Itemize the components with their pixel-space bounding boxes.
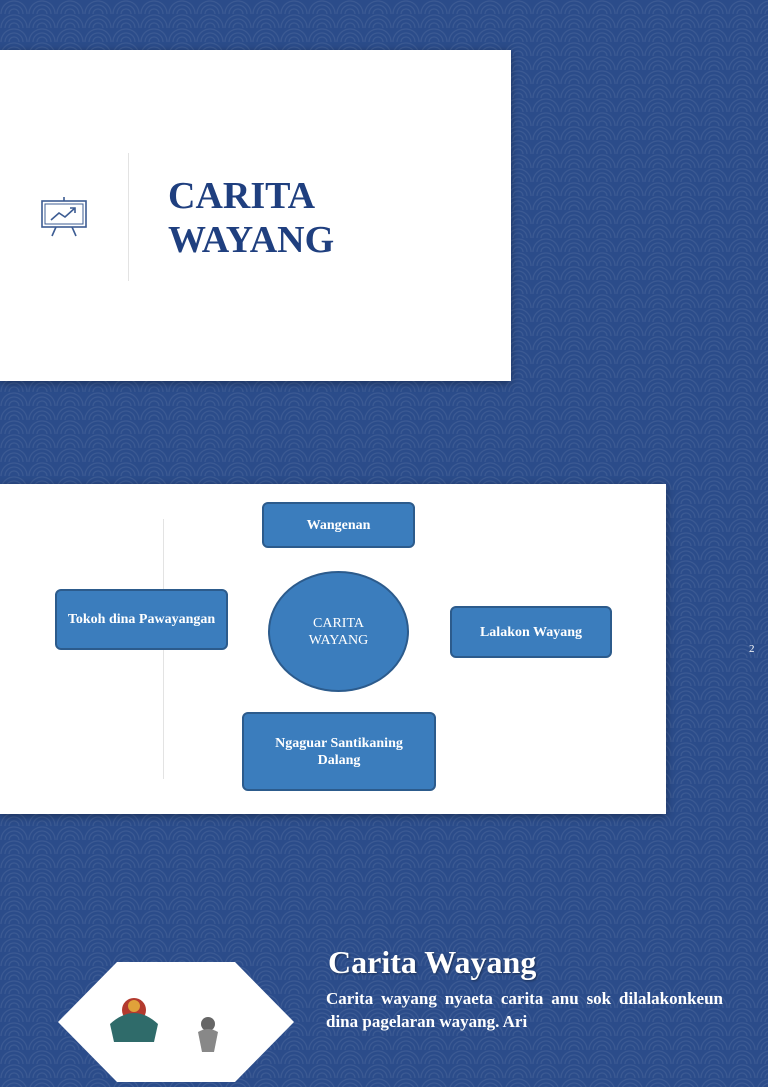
title-line-1: CARITA: [168, 175, 316, 217]
title-line-2: WAYANG: [168, 219, 335, 261]
node-center-carita-wayang: CARITA WAYANG: [268, 571, 409, 692]
node-lalakon-wayang: Lalakon Wayang: [450, 606, 612, 658]
presentation-board-icon: [41, 197, 87, 237]
node-tokoh-dina-pawayangan: Tokoh dina Pawayangan: [55, 589, 228, 650]
page-number: 2: [749, 643, 755, 655]
slide-title: CARITA WAYANG: [168, 174, 468, 262]
wayang-image-hexagon: [58, 962, 294, 1082]
slide-divider: [128, 153, 129, 281]
node-wangenan: Wangenan: [262, 502, 415, 548]
wayang-figure-icon: [110, 998, 218, 1052]
node-ngaguar-santikaning-dalang: Ngaguar Santikaning Dalang: [242, 712, 436, 791]
section-body-text: Carita wayang nyaeta carita anu sok dila…: [326, 989, 723, 1031]
section-heading: Carita Wayang: [328, 944, 537, 980]
diagram-slide: Wangenan Tokoh dina Pawayangan CARITA WA…: [0, 484, 666, 814]
title-slide: CARITA WAYANG: [0, 50, 511, 381]
